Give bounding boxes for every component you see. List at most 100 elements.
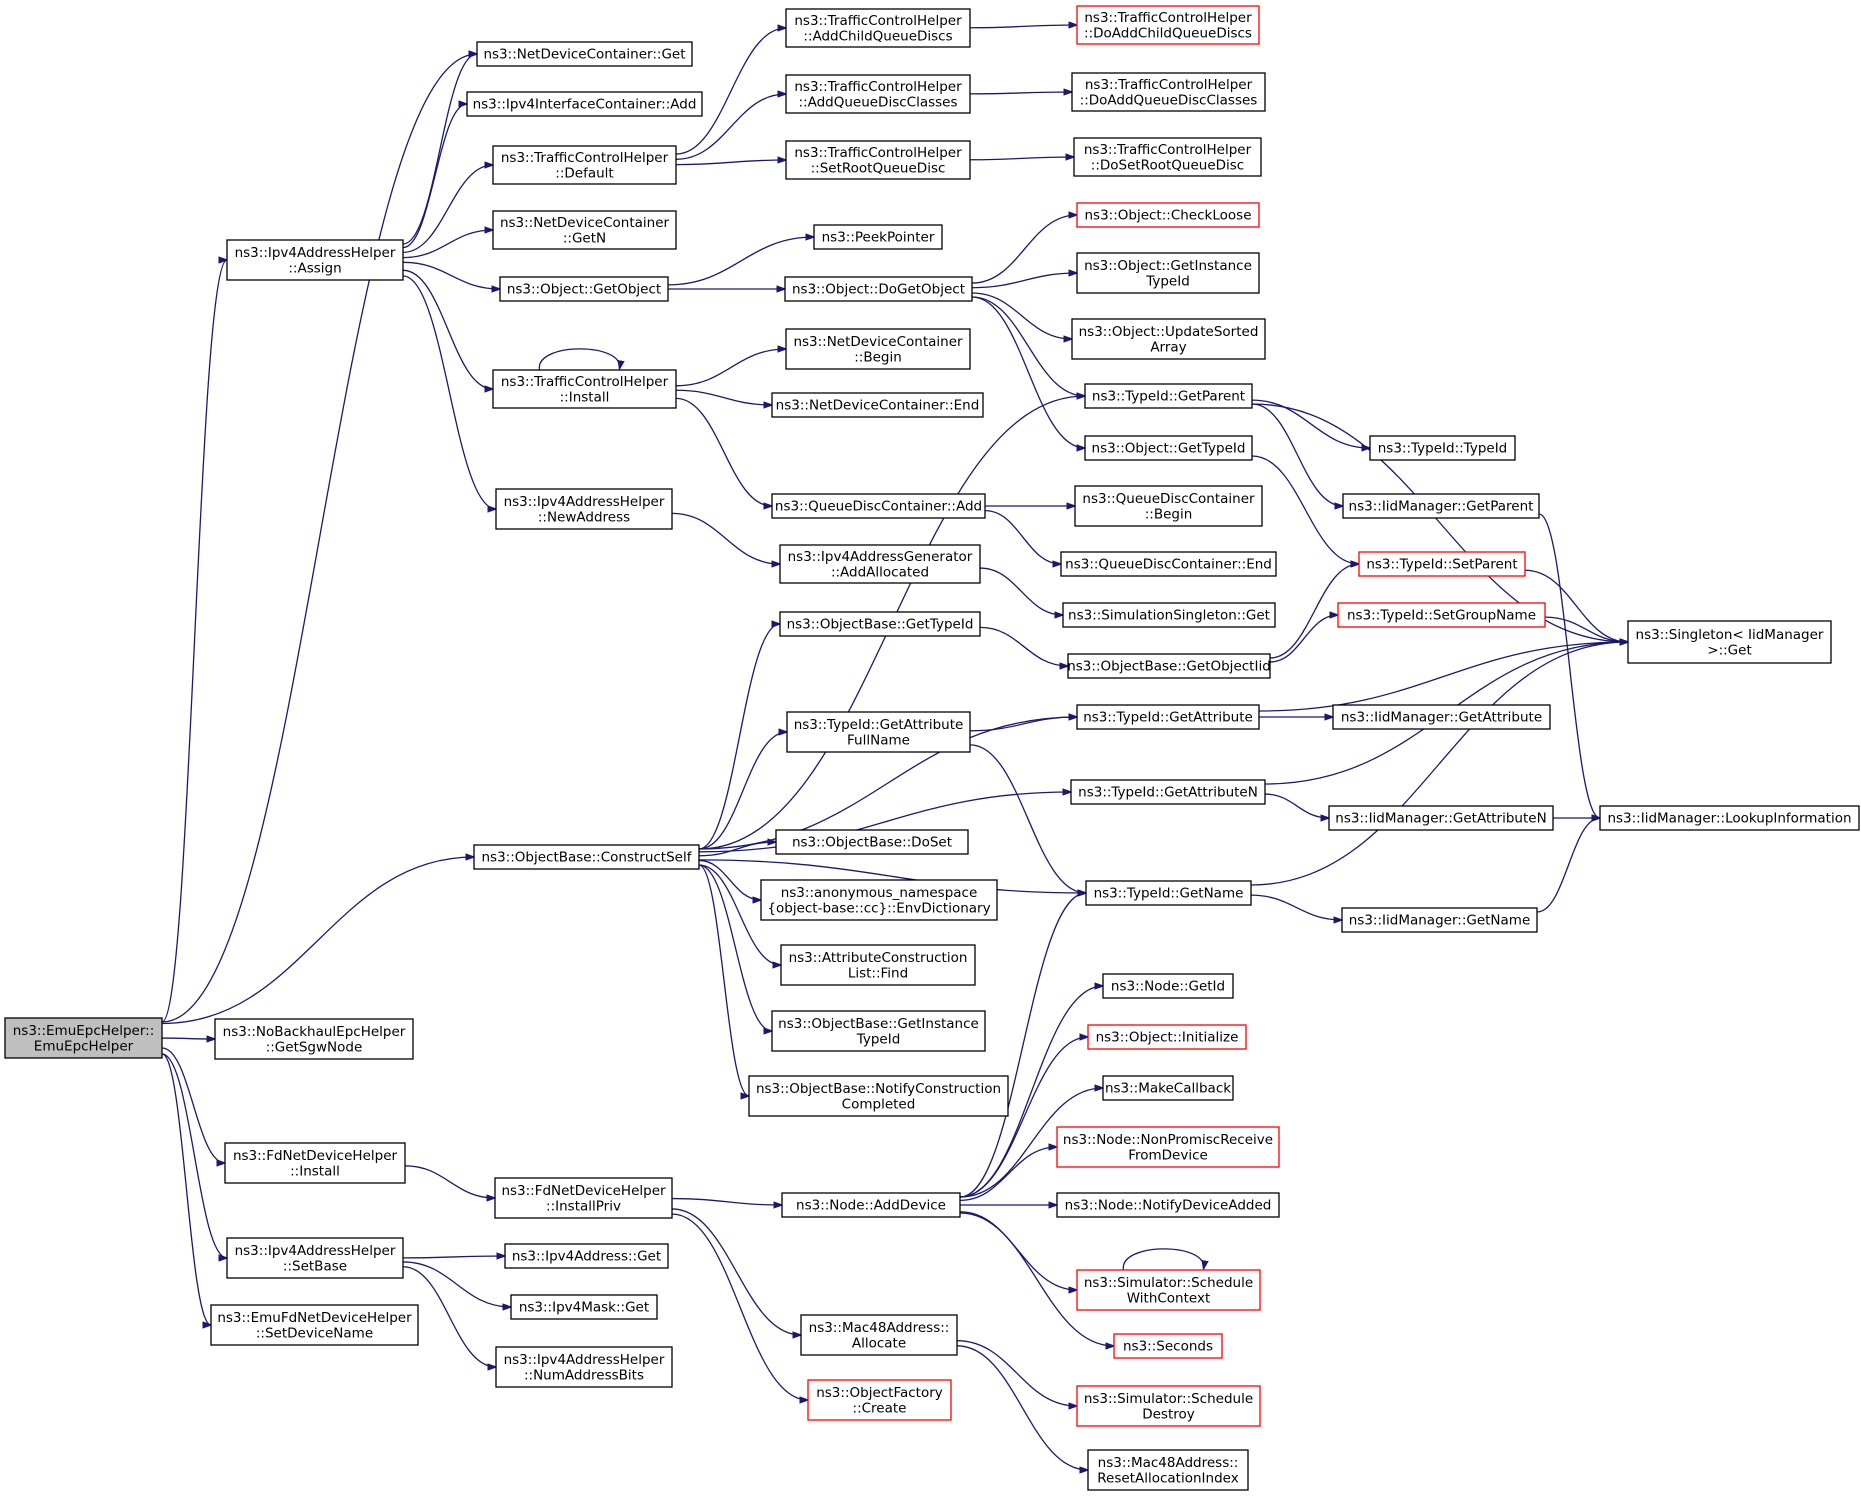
node-label: ns3::ObjectBase::GetTypeId (787, 617, 974, 633)
node-typeid-getname[interactable]: ns3::TypeId::GetName (1085, 880, 1252, 906)
edge-root-to-ipv4ah-setbase (161, 1053, 227, 1258)
node-emufd-setdevicename[interactable]: ns3::EmuFdNetDeviceHelper::SetDeviceName (210, 1304, 419, 1346)
edge-obj-gettypeid-to-typeid-setparent (1251, 455, 1359, 564)
node-label: ns3::Ipv4AddressHelper (235, 245, 396, 261)
node-tch-doaddclasses[interactable]: ns3::TrafficControlHelper::DoAddQueueDis… (1071, 72, 1266, 112)
node-label: ns3::Ipv4AddressGenerator (788, 549, 973, 565)
node-ipv4mask-get[interactable]: ns3::Ipv4Mask::Get (510, 1294, 658, 1320)
node-label: ns3::Object::UpdateSorted (1079, 324, 1259, 340)
node-label: ::NumAddressBits (524, 1367, 644, 1383)
edge-objbase-constructself-to-attrcl-find (698, 864, 781, 965)
node-objbase-notify[interactable]: ns3::ObjectBase::NotifyConstructionCompl… (748, 1075, 1009, 1117)
node-label: ns3::IidManager::GetName (1349, 913, 1531, 929)
node-qdc-add[interactable]: ns3::QueueDiscContainer::Add (771, 493, 986, 519)
node-iid-lookupinfo[interactable]: ns3::IidManager::LookupInformation (1599, 805, 1860, 831)
node-box (492, 369, 677, 409)
node-anon-envdict[interactable]: ns3::anonymous_namespace{object-base::cc… (760, 879, 998, 921)
node-ndc-getn[interactable]: ns3::NetDeviceContainer::GetN (492, 210, 677, 250)
node-label: ns3::QueueDiscContainer (1082, 491, 1255, 507)
node-tch-install[interactable]: ns3::TrafficControlHelper::Install (492, 369, 677, 409)
node-iid-getattributen[interactable]: ns3::IidManager::GetAttributeN (1328, 805, 1554, 831)
node-label: ns3::TypeId::GetAttribute (1083, 710, 1253, 726)
node-tch-dosetroot[interactable]: ns3::TrafficControlHelper::DoSetRootQueu… (1073, 137, 1262, 177)
node-node-adddevice[interactable]: ns3::Node::AddDevice (781, 1192, 961, 1218)
node-iid-getname[interactable]: ns3::IidManager::GetName (1341, 907, 1538, 933)
node-obj-dogetobject[interactable]: ns3::Object::DoGetObject (784, 276, 973, 302)
node-ipv4ah-newaddress[interactable]: ns3::Ipv4AddressHelper::NewAddress (495, 488, 673, 530)
node-seconds[interactable]: ns3::Seconds (1113, 1333, 1223, 1359)
node-typeid-getparent[interactable]: ns3::TypeId::GetParent (1084, 383, 1253, 409)
node-tch-addclasses[interactable]: ns3::TrafficControlHelper::AddQueueDiscC… (785, 74, 971, 114)
node-iid-getattribute[interactable]: ns3::IidManager::GetAttribute (1332, 704, 1551, 730)
node-typeid-setparent[interactable]: ns3::TypeId::SetParent (1358, 551, 1526, 577)
node-label: ns3::TrafficControlHelper (794, 13, 962, 29)
edge-obj-dogetobject-to-obj-checkloose (971, 215, 1077, 284)
node-ndc-begin[interactable]: ns3::NetDeviceContainer::Begin (785, 328, 971, 370)
node-typeid-getattributen[interactable]: ns3::TypeId::GetAttributeN (1070, 779, 1266, 805)
node-simsingleton-get[interactable]: ns3::SimulationSingleton::Get (1062, 602, 1276, 628)
node-ipv4addr-get[interactable]: ns3::Ipv4Address::Get (504, 1243, 669, 1269)
node-singleton-get[interactable]: ns3::Singleton< IidManager >::Get (1627, 620, 1832, 664)
node-box (785, 74, 971, 114)
node-node-getid[interactable]: ns3::Node::GetId (1102, 973, 1234, 999)
node-iid-getparent[interactable]: ns3::IidManager::GetParent (1342, 493, 1540, 519)
node-label: TypeId (856, 1031, 901, 1047)
node-ipv4ah-assign[interactable]: ns3::Ipv4AddressHelper::Assign (226, 239, 404, 281)
node-box (1084, 383, 1253, 409)
node-objfactory-create[interactable]: ns3::ObjectFactory::Create (807, 1379, 952, 1421)
node-obj-initialize[interactable]: ns3::Object::Initialize (1087, 1024, 1247, 1050)
node-label: ::SetRootQueueDisc (811, 160, 946, 176)
node-typeid-setgroupname[interactable]: ns3::TypeId::SetGroupName (1337, 602, 1546, 628)
node-label: ns3::Simulator::Schedule (1084, 1275, 1253, 1291)
node-ipv4ah-setbase[interactable]: ns3::Ipv4AddressHelper::SetBase (226, 1237, 404, 1279)
node-ipv4ag-addallocated[interactable]: ns3::Ipv4AddressGenerator::AddAllocated (779, 544, 981, 584)
node-mac48-resetalloc[interactable]: ns3::Mac48Address::ResetAllocationIndex (1087, 1449, 1249, 1491)
node-fdndh-installpriv[interactable]: ns3::FdNetDeviceHelper::InstallPriv (494, 1177, 673, 1219)
node-tch-setroot[interactable]: ns3::TrafficControlHelper::SetRootQueueD… (785, 140, 971, 180)
node-qdc-begin[interactable]: ns3::QueueDiscContainer::Begin (1074, 485, 1263, 527)
node-root[interactable]: ns3::EmuEpcHelper::EmuEpcHelper (4, 1017, 163, 1059)
node-ndc-end[interactable]: ns3::NetDeviceContainer::End (771, 392, 984, 418)
edge-obj-dogetobject-to-obj-getinstancetypeid (971, 273, 1077, 289)
node-obj-gettypeid[interactable]: ns3::Object::GetTypeId (1084, 435, 1253, 461)
node-label: ns3::IidManager::GetAttributeN (1335, 811, 1546, 827)
node-typeid-getattribute[interactable]: ns3::TypeId::GetAttribute (1076, 704, 1260, 730)
node-label: ns3::Object::DoGetObject (792, 282, 965, 298)
node-qdc-end[interactable]: ns3::QueueDiscContainer::End (1060, 551, 1277, 577)
node-ipv4ah-numaddrbits[interactable]: ns3::Ipv4AddressHelper::NumAddressBits (495, 1346, 673, 1388)
node-label: {object-base::cc}::EnvDictionary (767, 900, 990, 916)
node-tch-addchild[interactable]: ns3::TrafficControlHelper::AddChildQueue… (785, 8, 971, 48)
node-box (476, 41, 693, 67)
edge-typeid-setparent-to-singleton-get (1524, 569, 1628, 642)
node-ndc-get[interactable]: ns3::NetDeviceContainer::Get (476, 41, 693, 67)
node-objbase-getobjectiid[interactable]: ns3::ObjectBase::GetObjectIid (1067, 653, 1271, 679)
node-typeid-typeid[interactable]: ns3::TypeId::TypeId (1369, 435, 1516, 461)
node-ipv4ic-add[interactable]: ns3::Ipv4InterfaceContainer::Add (466, 91, 703, 117)
node-objbase-gettypeid[interactable]: ns3::ObjectBase::GetTypeId (779, 611, 981, 637)
node-peekpointer[interactable]: ns3::PeekPointer (813, 224, 943, 250)
node-makecallback[interactable]: ns3::MakeCallback (1102, 1075, 1234, 1101)
edge-typeid-getparent-to-singleton-get (1251, 403, 1628, 642)
node-nobackhaul-getsgw[interactable]: ns3::NoBackhaulEpcHelper::GetSgwNode (214, 1018, 414, 1060)
node-mac48-allocate[interactable]: ns3::Mac48Address::Allocate (800, 1314, 958, 1356)
edge-fdndh-installpriv-to-mac48-allocate (671, 1208, 801, 1335)
node-box (780, 944, 976, 986)
node-node-notifydeviceadded[interactable]: ns3::Node::NotifyDeviceAdded (1056, 1192, 1280, 1218)
node-objbase-constructself[interactable]: ns3::ObjectBase::ConstructSelf (473, 844, 700, 870)
node-objbase-dosset[interactable]: ns3::ObjectBase::DoSet (775, 829, 969, 855)
node-obj-checkloose[interactable]: ns3::Object::CheckLoose (1076, 202, 1260, 228)
node-fdndh-install[interactable]: ns3::FdNetDeviceHelper::Install (224, 1142, 406, 1184)
edge-ipv4ah-assign-to-tch-default (402, 165, 493, 254)
node-obj-getobject[interactable]: ns3::Object::GetObject (499, 276, 669, 302)
node-tch-default[interactable]: ns3::TrafficControlHelper::Default (492, 145, 677, 185)
node-label: ns3::Seconds (1123, 1339, 1213, 1355)
node-tch-doaddchild[interactable]: ns3::TrafficControlHelper::DoAddChildQue… (1076, 5, 1260, 45)
